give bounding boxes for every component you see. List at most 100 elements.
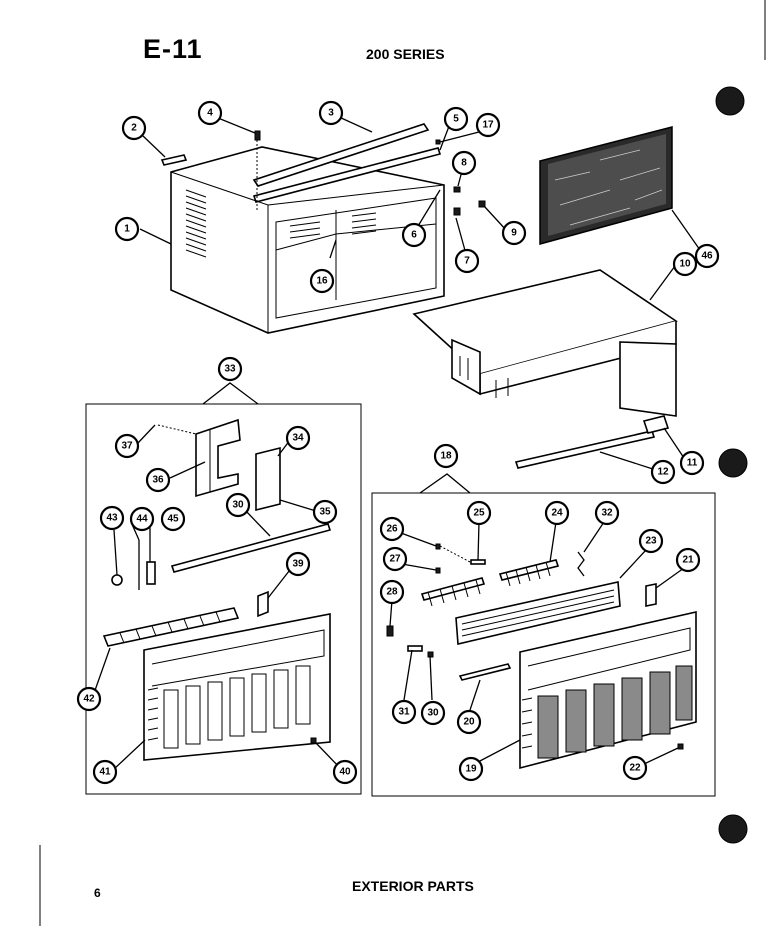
callout-16: 16: [309, 268, 335, 294]
callout-number: 32: [601, 508, 613, 519]
callout-number: 39: [292, 559, 304, 570]
callout-number: 20: [463, 717, 475, 728]
callout-21: 21: [675, 547, 701, 573]
fastener: [435, 139, 441, 145]
callout-number: 3: [328, 108, 334, 119]
leader-lines-right: [389, 521, 685, 765]
callout-number: 8: [461, 158, 467, 169]
callout-number: 10: [679, 259, 691, 270]
callout-26: 26: [379, 516, 405, 542]
callout-number: 28: [386, 587, 398, 598]
callout-20: 20: [456, 709, 482, 735]
callout-4: 4: [197, 100, 223, 126]
callout-number: 43: [106, 513, 118, 524]
support-rod: [170, 523, 332, 573]
callout-44: 44: [129, 506, 155, 532]
callout-labels: 1234567891011121617181920212223242526272…: [76, 100, 720, 785]
bracket-clip: [160, 154, 188, 166]
callout-45: 45: [160, 506, 186, 532]
callout-6: 6: [401, 222, 427, 248]
callout-number: 24: [551, 508, 563, 519]
pin: [386, 625, 394, 637]
callout-number: 42: [83, 694, 95, 705]
callout-27: 27: [382, 546, 408, 572]
louver-blade-left: [420, 577, 486, 607]
callout-number: 4: [207, 108, 213, 119]
callout-number: 35: [319, 507, 331, 518]
callout-number: 9: [511, 228, 517, 239]
control-plate: [255, 446, 281, 512]
spring-clip: [577, 551, 585, 577]
callout-32: 32: [594, 500, 620, 526]
pin: [435, 543, 441, 550]
callout-number: 44: [136, 514, 148, 525]
callout-number: 7: [464, 256, 470, 267]
callout-30: 30: [225, 492, 251, 518]
callout-1: 1: [114, 216, 140, 242]
panel-bracket: [195, 418, 241, 498]
callout-12: 12: [650, 459, 676, 485]
callout-number: 33: [224, 364, 236, 375]
air-filter: [539, 126, 673, 245]
callout-number: 21: [682, 555, 694, 566]
assembly-box-33: [85, 403, 362, 795]
callout-3: 3: [318, 100, 344, 126]
callout-39: 39: [285, 551, 311, 577]
screw: [254, 130, 261, 141]
callout-18: 18: [433, 443, 459, 469]
callout-19: 19: [458, 756, 484, 782]
louver-blade-set: [102, 607, 240, 647]
callout-number: 37: [121, 441, 133, 452]
leader-lines-left: [92, 424, 342, 771]
callout-8: 8: [451, 150, 477, 176]
callout-number: 5: [453, 114, 459, 125]
fastener: [478, 200, 486, 208]
callout-number: 31: [398, 707, 410, 718]
callout-35: 35: [312, 499, 338, 525]
callout-33: 33: [217, 356, 243, 382]
callout-number: 17: [482, 120, 494, 131]
assembly-box-18: [371, 492, 716, 797]
callout-number: 36: [152, 475, 164, 486]
callout-number: 41: [99, 767, 111, 778]
page-code: E-11: [143, 34, 203, 64]
front-grille-41: [143, 613, 331, 761]
callout-24: 24: [544, 500, 570, 526]
callout-37: 37: [114, 433, 140, 459]
callout-11: 11: [679, 450, 705, 476]
pin: [435, 567, 441, 574]
callout-number: 45: [167, 514, 179, 525]
callout-17: 17: [475, 112, 501, 138]
callout-number: 30: [427, 708, 439, 719]
callout-43: 43: [99, 505, 125, 531]
link-arm: [407, 645, 423, 652]
knob: [111, 574, 123, 586]
callout-28: 28: [379, 579, 405, 605]
binder-hole: [718, 448, 748, 478]
callout-number: 40: [339, 767, 351, 778]
callout-31: 31: [391, 699, 417, 725]
binder-hole: [718, 814, 748, 844]
callout-9: 9: [501, 220, 527, 246]
callout-30: 30: [420, 700, 446, 726]
clip-strip: [146, 561, 156, 585]
top-cover: [412, 269, 678, 417]
callout-46: 46: [694, 243, 720, 269]
callout-number: 26: [386, 524, 398, 535]
front-grille-19: [519, 610, 697, 770]
callout-number: 2: [131, 123, 137, 134]
callout-34: 34: [285, 425, 311, 451]
control-rod: [458, 663, 512, 681]
callout-23: 23: [638, 528, 664, 554]
callout-5: 5: [443, 106, 469, 132]
fastener: [453, 186, 461, 193]
callout-number: 34: [292, 433, 304, 444]
callout-41: 41: [92, 759, 118, 785]
fastener: [453, 207, 461, 216]
callout-10: 10: [672, 251, 698, 277]
clip: [642, 415, 670, 434]
callout-25: 25: [466, 500, 492, 526]
small-bracket: [257, 590, 269, 618]
screw: [677, 743, 684, 750]
